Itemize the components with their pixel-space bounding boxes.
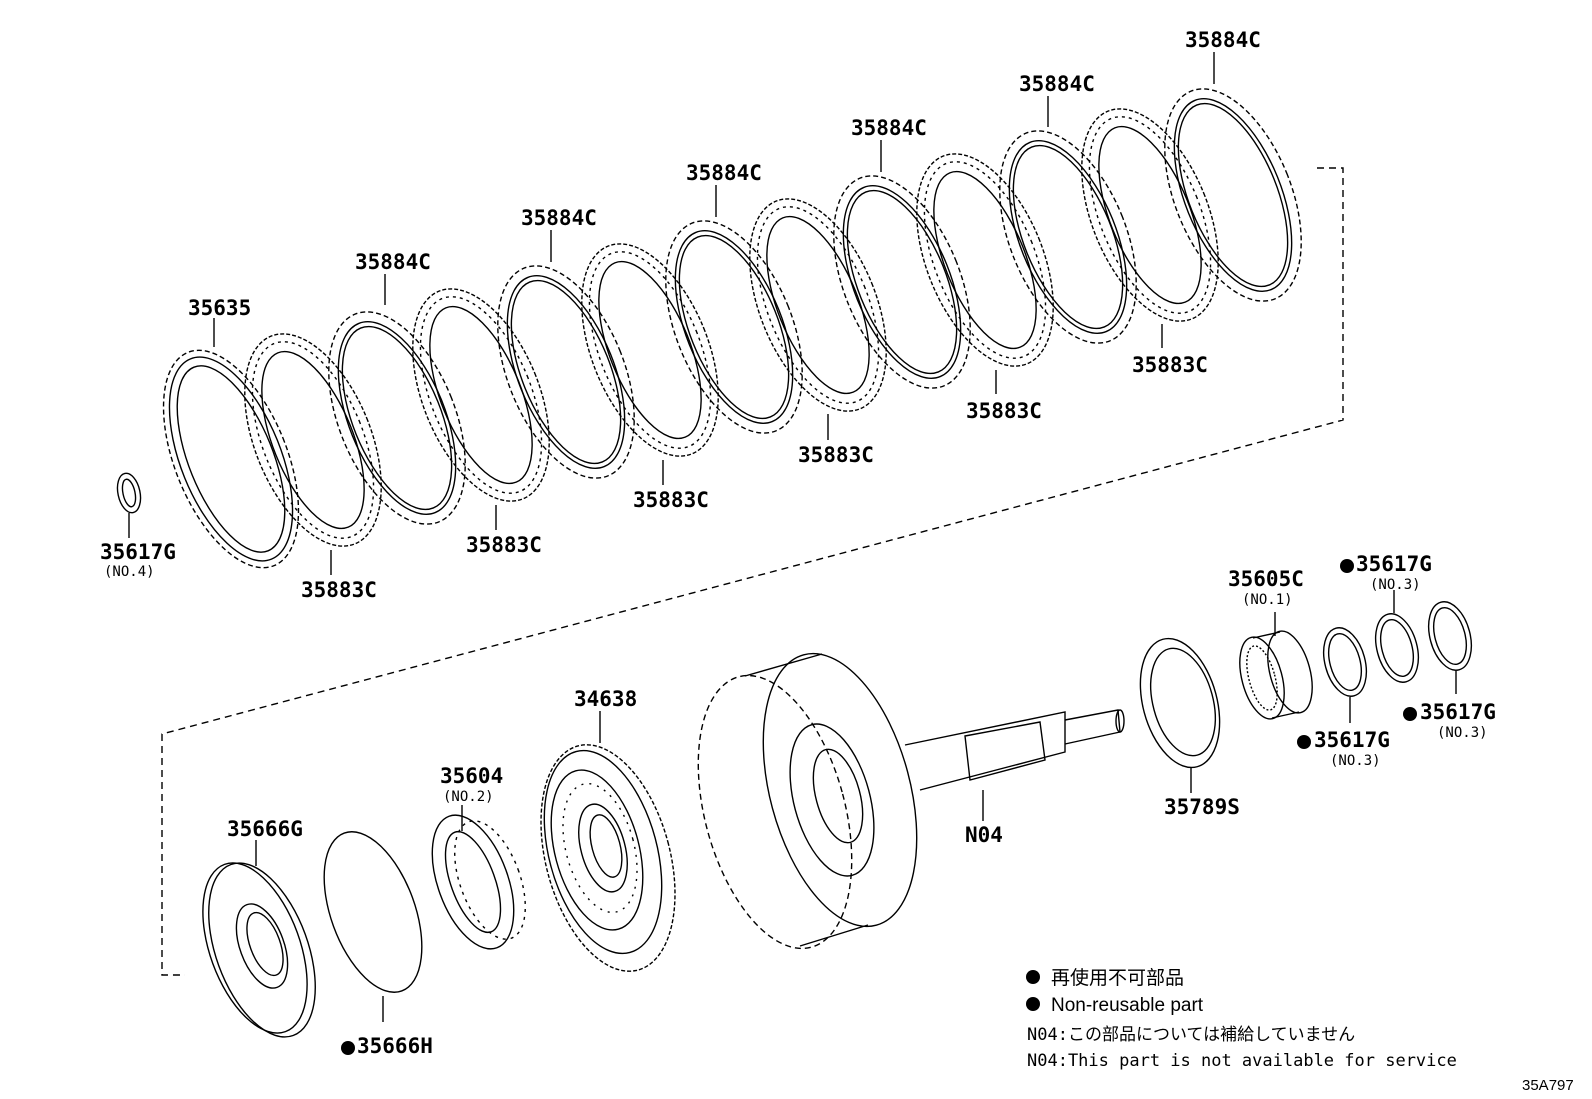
- label-35617G-no3-c: 35617G: [1420, 700, 1496, 724]
- steel-disc-35884C-5[interactable]: [972, 111, 1163, 362]
- label-35789S: 35789S: [1164, 795, 1240, 819]
- ring-35617G-no3-c[interactable]: [1422, 597, 1479, 675]
- friction-plate-35883C-1[interactable]: [217, 314, 408, 565]
- clutch-drum-shaft-N04: [697, 652, 1125, 950]
- piston-35666G[interactable]: [182, 849, 336, 1051]
- steel-disc-35884C-3[interactable]: [638, 201, 829, 452]
- nonreusable-marker-a: [1340, 559, 1354, 573]
- legend-jp-note: N04:この部品については補給していません: [1027, 1025, 1355, 1045]
- label-35617G-no4-sub: (NO.4): [104, 564, 155, 580]
- label-35617G-no3-a-sub: (NO.3): [1370, 577, 1421, 593]
- ring-35617G-no3-b[interactable]: [1369, 609, 1426, 687]
- friction-plate-35883C-6[interactable]: [1054, 89, 1245, 340]
- label-35617G-no3-c-sub: (NO.3): [1437, 725, 1488, 741]
- label-35884C-6: 35884C: [1185, 28, 1261, 52]
- steel-disc-35884C-6[interactable]: [1137, 69, 1328, 320]
- label-35883C-6: 35883C: [1132, 353, 1208, 377]
- friction-plate-35883C-2[interactable]: [385, 269, 576, 520]
- label-35883C-2: 35883C: [466, 533, 542, 557]
- steel-disc-35884C-1[interactable]: [301, 292, 492, 543]
- legend-bullet-jp: [1026, 970, 1040, 984]
- label-35604: 35604: [440, 764, 503, 788]
- label-35605C-sub: (NO.1): [1242, 592, 1293, 608]
- o-ring-35666H[interactable]: [305, 819, 441, 1006]
- label-35884C-1: 35884C: [355, 250, 431, 274]
- label-35617G-no3-b: 35617G: [1314, 728, 1390, 752]
- label-35883C-4: 35883C: [798, 443, 874, 467]
- ring-35617G-no3-a[interactable]: [1317, 623, 1374, 701]
- label-35605C: 35605C: [1228, 567, 1304, 591]
- needle-bearing-35605C[interactable]: [1232, 626, 1320, 723]
- backing-plate-35635[interactable]: [136, 331, 326, 586]
- diagram-code: 35A797: [1522, 1077, 1574, 1094]
- label-35884C-2: 35884C: [521, 206, 597, 230]
- legend-jp-nonreusable: 再使用不可部品: [1051, 967, 1184, 989]
- friction-plate-35883C-5[interactable]: [889, 134, 1080, 385]
- nonreusable-marker-d: [341, 1041, 355, 1055]
- spring-retainer-35604[interactable]: [416, 804, 539, 959]
- legend-en-nonreusable: Non-reusable part: [1051, 995, 1204, 1016]
- label-35883C-3: 35883C: [633, 488, 709, 512]
- steel-disc-35884C-4[interactable]: [806, 156, 997, 407]
- thrust-bearing-35789S[interactable]: [1127, 630, 1233, 777]
- assembly-boundary: [161, 167, 1344, 976]
- label-35883C-1: 35883C: [301, 578, 377, 602]
- label-35666G: 35666G: [227, 817, 303, 841]
- nonreusable-marker-b: [1297, 735, 1311, 749]
- drum-34638[interactable]: [518, 730, 698, 986]
- friction-plate-35883C-3[interactable]: [554, 224, 745, 475]
- label-35617G-no4: 35617G: [100, 540, 176, 564]
- friction-plate-35883C-4[interactable]: [722, 179, 913, 430]
- label-35884C-3: 35884C: [686, 161, 762, 185]
- legend-en-note: N04:This part is not available for servi…: [1027, 1051, 1457, 1071]
- nonreusable-marker-c: [1403, 707, 1417, 721]
- label-35666H: 35666H: [357, 1034, 433, 1058]
- label-N04: N04: [965, 823, 1003, 847]
- label-35884C-5: 35884C: [1019, 72, 1095, 96]
- label-35617G-no3-a: 35617G: [1356, 552, 1432, 576]
- steel-disc-35884C-2[interactable]: [470, 246, 661, 497]
- label-35884C-4: 35884C: [851, 116, 927, 140]
- label-35635: 35635: [188, 296, 251, 320]
- legend-bullet-en: [1026, 997, 1040, 1011]
- ring-35617G-no4[interactable]: [114, 471, 144, 515]
- label-35617G-no3-b-sub: (NO.3): [1330, 753, 1381, 769]
- label-35604-sub: (NO.2): [443, 789, 494, 805]
- label-35883C-5: 35883C: [966, 399, 1042, 423]
- label-34638: 34638: [574, 687, 637, 711]
